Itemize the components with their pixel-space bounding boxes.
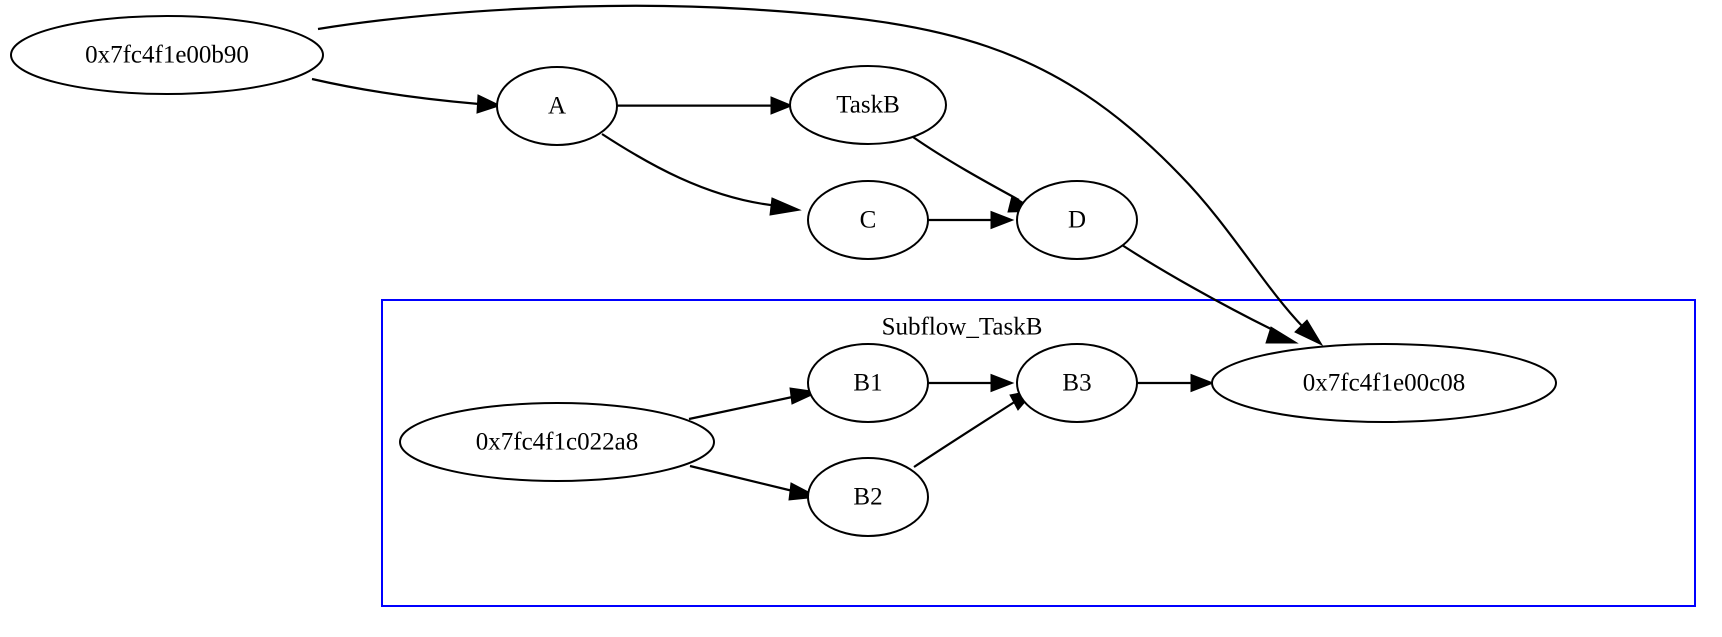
- cluster-label: Subflow_TaskB: [882, 314, 1043, 341]
- node-shape[interactable]: [399, 402, 715, 482]
- edge-line: [601, 133, 780, 208]
- node-label: 0x7fc4f1c022a8: [476, 429, 638, 456]
- node-shape[interactable]: [789, 65, 947, 145]
- edge-c-to-d: [928, 210, 1015, 230]
- cluster-border: [381, 299, 1696, 607]
- edge-line: [317, 4, 1304, 328]
- node-shape[interactable]: [10, 15, 324, 95]
- edge-line: [913, 400, 1017, 468]
- node-c[interactable]: C: [807, 180, 929, 260]
- arrowhead-icon: [1190, 373, 1215, 393]
- edge-b2-to-b3: [913, 389, 1037, 468]
- arrowhead-icon: [769, 197, 802, 216]
- edge-a-to-taskb: [617, 96, 794, 115]
- node-label: B2: [853, 484, 882, 511]
- node-end[interactable]: 0x7fc4f1e00c08: [1211, 343, 1557, 423]
- node-shape[interactable]: [1016, 180, 1138, 260]
- edge-a-to-c: [601, 133, 802, 216]
- node-label: B3: [1062, 370, 1091, 397]
- node-label: 0x7fc4f1e00c08: [1303, 370, 1465, 397]
- node-label: TaskB: [836, 92, 900, 119]
- arrowhead-icon: [1294, 319, 1324, 347]
- edge-taskb-to-d: [912, 136, 1040, 213]
- arrowhead-icon: [1265, 326, 1299, 344]
- node-label: C: [860, 207, 877, 234]
- arrowhead-icon: [476, 94, 502, 114]
- edge-b3-to-end: [1137, 373, 1215, 393]
- arrowhead-icon: [770, 96, 794, 115]
- node-shape[interactable]: [807, 180, 929, 260]
- edge-subsrc-to-b1: [688, 387, 820, 421]
- node-shape[interactable]: [807, 343, 929, 423]
- edge-start-to-end: [317, 4, 1324, 347]
- node-shape[interactable]: [496, 66, 618, 146]
- cluster-subflow-taskb: Subflow_TaskB: [381, 299, 1696, 607]
- edge-line: [912, 136, 1020, 201]
- node-label: D: [1068, 207, 1086, 234]
- edge-line: [1121, 244, 1278, 333]
- node-b2[interactable]: B2: [807, 457, 929, 537]
- node-taskb[interactable]: TaskB: [789, 65, 947, 145]
- node-b1[interactable]: B1: [807, 343, 929, 423]
- node-label: A: [548, 93, 566, 120]
- arrowhead-icon: [990, 210, 1015, 230]
- node-label: 0x7fc4f1e00b90: [85, 42, 249, 69]
- edge-start-to-a: [311, 77, 502, 114]
- node-start[interactable]: 0x7fc4f1e00b90: [10, 15, 324, 95]
- node-label: B1: [853, 370, 882, 397]
- edge-subsrc-to-b2: [689, 464, 820, 501]
- node-a[interactable]: A: [496, 66, 618, 146]
- node-d[interactable]: D: [1016, 180, 1138, 260]
- node-shape[interactable]: [1211, 343, 1557, 423]
- node-shape[interactable]: [807, 457, 929, 537]
- edge-line: [688, 394, 798, 421]
- node-shape[interactable]: [1016, 343, 1138, 423]
- edge-d-to-end: [1121, 244, 1299, 344]
- node-subsrc[interactable]: 0x7fc4f1c022a8: [399, 402, 715, 482]
- arrowhead-icon: [990, 373, 1015, 393]
- node-b3[interactable]: B3: [1016, 343, 1138, 423]
- edge-line: [311, 77, 480, 106]
- edge-b1-to-b3: [928, 373, 1015, 393]
- edge-line: [689, 464, 798, 494]
